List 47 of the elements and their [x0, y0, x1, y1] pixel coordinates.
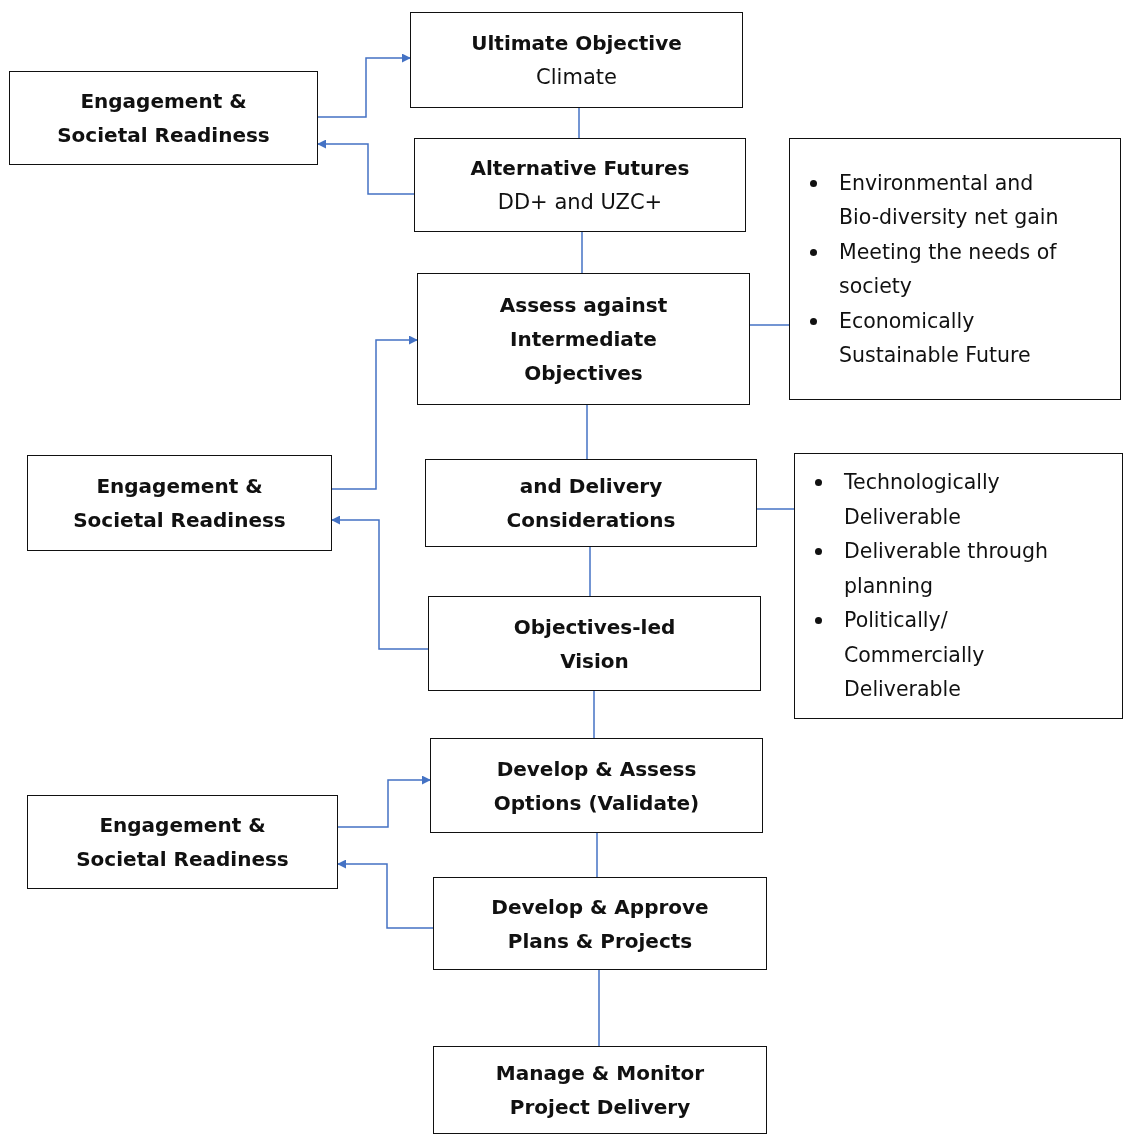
box-title: Engagement & Societal Readiness	[75, 812, 290, 873]
process-box	[27, 795, 338, 889]
connector-arrow	[337, 859, 434, 929]
box-title: Assess against Intermediate Objectives	[498, 292, 669, 387]
box-title: Manage & Monitor Project Delivery	[494, 1060, 706, 1121]
process-box	[410, 12, 743, 108]
connector-line	[598, 969, 600, 1047]
process-box	[425, 459, 757, 547]
connector-arrow	[331, 515, 429, 650]
connector-line	[589, 546, 591, 597]
process-box	[9, 71, 318, 165]
bullet-list-box	[789, 138, 1121, 400]
bullet-item: Environmental and Bio-diversity net gain	[839, 169, 1060, 231]
box-title: Engagement & Societal Readiness	[56, 88, 271, 149]
bullet-item: Meeting the needs of society	[839, 238, 1058, 300]
bullet-item: Politically/ Commercially Deliverable	[844, 607, 986, 704]
connector-line	[596, 832, 598, 878]
process-box	[27, 455, 332, 551]
process-box	[417, 273, 750, 405]
process-box	[433, 877, 767, 970]
connector-line	[578, 107, 580, 139]
box-title: Objectives-led Vision	[512, 613, 677, 675]
connector-arrow	[337, 775, 431, 828]
bullet-list-box	[794, 453, 1123, 719]
box-title: Develop & Approve Plans & Projects	[490, 893, 710, 955]
box-title: Develop & Assess Options (Validate)	[492, 755, 701, 817]
connector-arrow	[317, 53, 411, 118]
connector-line	[749, 324, 790, 326]
connector-arrow	[331, 335, 418, 490]
connector-line	[593, 690, 595, 739]
box-title: Ultimate Objective	[471, 30, 682, 57]
box-subtitle: DD+ and UZC+	[497, 189, 663, 216]
bullet-item: Deliverable through planning	[844, 538, 1049, 600]
box-title: Engagement & Societal Readiness	[72, 473, 287, 534]
process-box	[428, 596, 761, 691]
connector-arrow	[317, 139, 415, 195]
process-box	[430, 738, 763, 833]
bullet-item: Economically Sustainable Future	[839, 307, 1032, 369]
process-box	[433, 1046, 767, 1134]
box-subtitle: Climate	[536, 64, 617, 91]
box-title: Alternative Futures	[470, 155, 690, 182]
connector-line	[586, 404, 588, 460]
bullet-item: Technologically Deliverable	[844, 469, 1001, 531]
process-box	[414, 138, 746, 232]
connector-line	[581, 231, 583, 274]
connector-line	[756, 508, 795, 510]
box-title: and Delivery Considerations	[505, 473, 677, 534]
